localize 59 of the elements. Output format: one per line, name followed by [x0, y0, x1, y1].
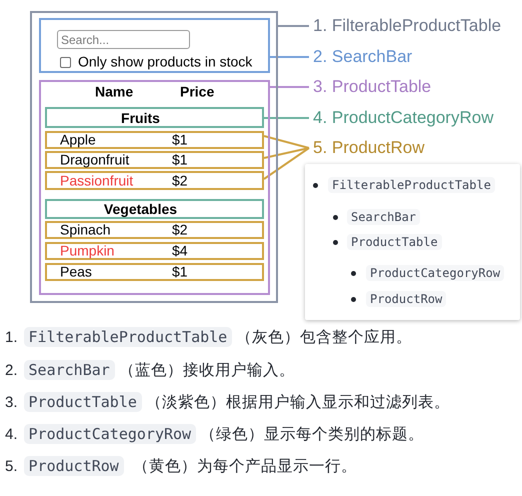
inline-code: ProductCategoryRow: [366, 265, 504, 281]
product-price: $4: [172, 242, 188, 260]
inline-code: ProductTable: [347, 234, 442, 250]
column-header: Price: [180, 84, 214, 100]
list-number: 2.: [5, 362, 18, 378]
product-price: $2: [172, 172, 188, 189]
list-number: 4.: [5, 426, 18, 442]
inline-code: FilterableProductTable: [24, 327, 232, 347]
outline-box: [30, 11, 278, 303]
callout-label: 3. ProductTable: [313, 77, 432, 97]
checkbox-label: Only show products in stock: [78, 54, 252, 70]
outline-box: [39, 80, 270, 295]
inline-code: FilterableProductTable: [328, 177, 495, 193]
product-price: $1: [172, 152, 188, 168]
product-row: [45, 221, 264, 239]
leader-line: [264, 117, 309, 119]
description-text: （黄色）为每个产品显示一行。: [132, 456, 357, 476]
product-row: [45, 131, 264, 149]
callout-label: 5. ProductRow: [313, 138, 424, 158]
list-number: 3.: [5, 394, 18, 410]
product-name: Dragonfruit: [60, 152, 130, 168]
product-price: $1: [172, 132, 188, 148]
callout-label: 2. SearchBar: [313, 47, 412, 67]
callout-label: 1. FilterableProductTable: [313, 16, 502, 36]
leader-line: [264, 135, 310, 149]
inline-code: ProductRow: [366, 291, 446, 307]
product-row: [45, 242, 264, 260]
description-text: （灰色）包含整个应用。: [236, 326, 412, 348]
outline-box: [39, 18, 270, 73]
product-row: [45, 263, 264, 281]
product-name: Apple: [60, 132, 96, 148]
product-name: Pumpkin: [60, 242, 114, 260]
leader-line: [263, 147, 310, 180]
product-name: Peas: [60, 264, 92, 280]
inline-code: SearchBar: [24, 360, 115, 380]
description-text: （绿色）显示每个类别的标题。: [200, 424, 424, 444]
product-name: Spinach: [60, 222, 111, 238]
description-text: （蓝色）接收用户输入。: [118, 360, 295, 380]
column-header: Name: [95, 84, 134, 100]
product-price: $1: [172, 264, 188, 280]
product-name: Passionfruit: [60, 172, 134, 189]
callout-label: 4. ProductCategoryRow: [313, 108, 494, 128]
description-text: （淡紫色）根据用户输入显示和过滤列表。: [146, 392, 450, 412]
search-field: Search...: [57, 30, 190, 49]
list-number: 1.: [5, 328, 18, 346]
category-row: Vegetables: [45, 199, 264, 219]
inline-code: ProductRow: [24, 456, 124, 476]
inline-code: ProductCategoryRow: [24, 424, 196, 444]
leader-line: [264, 147, 310, 159]
inline-code: ProductTable: [24, 392, 142, 412]
leader-line: [278, 25, 309, 27]
product-price: $2: [172, 222, 188, 238]
product-row: [45, 171, 264, 190]
list-number: 5.: [5, 458, 18, 474]
category-row: Fruits: [45, 107, 264, 128]
leader-line: [270, 86, 309, 88]
leader-line: [270, 56, 309, 58]
product-row: [45, 151, 264, 169]
inline-code: SearchBar: [347, 209, 420, 225]
